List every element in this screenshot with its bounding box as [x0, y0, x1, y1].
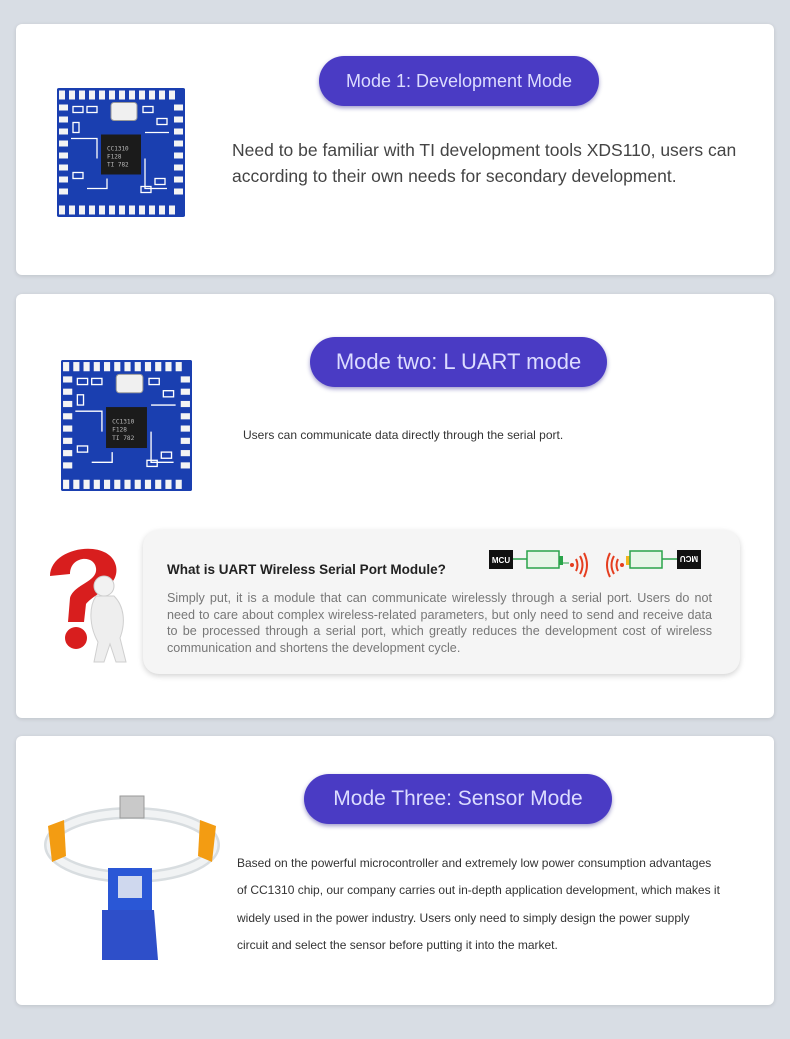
cc1310-module-image: CC1310 F128 TI 782 [61, 360, 192, 491]
mode2-card: CC1310 F128 TI 782 Mode two: L UART mode… [16, 294, 774, 718]
mode1-description: Need to be familiar with TI development … [232, 140, 737, 186]
mode2-description: Users can communicate data directly thro… [243, 428, 564, 442]
faq-answer: Simply put, it is a module that can comm… [167, 591, 712, 655]
sensor-bracelet-image [44, 795, 220, 960]
faq-question: What is UART Wireless Serial Port Module… [167, 562, 446, 577]
mode1-card: CC1310 F128 TI 782 Mode 1: Development M… [16, 24, 774, 275]
mode1-title-pill: Mode 1: Development Mode [319, 56, 599, 106]
pcb-module-graphic: CC1310 F128 TI 782 [61, 360, 192, 491]
svg-text:TI 782: TI 782 [112, 435, 134, 442]
mode3-title-pill: Mode Three: Sensor Mode [304, 774, 612, 824]
diagram-right-label: MCU [680, 554, 698, 563]
diagram-left-label: MCU [492, 556, 510, 565]
svg-text:TI 782: TI 782 [107, 162, 129, 169]
svg-text:F128: F128 [112, 427, 127, 434]
uart-faq-box: What is UART Wireless Serial Port Module… [143, 530, 740, 674]
mode2-title-pill: Mode two: L UART mode [310, 337, 607, 387]
mode3-description: Based on the powerful microcontroller an… [237, 856, 720, 952]
mode3-title: Mode Three: Sensor Mode [333, 787, 583, 810]
uart-wireless-diagram: MCU MCU [489, 550, 701, 578]
mode3-card: Mode Three: Sensor Mode Based on the pow… [16, 736, 774, 1005]
svg-text:F128: F128 [107, 154, 122, 161]
question-mark-figure-icon [50, 548, 127, 663]
cc1310-module-image: CC1310 F128 TI 782 [57, 88, 185, 217]
svg-text:CC1310: CC1310 [112, 418, 134, 425]
mode1-title: Mode 1: Development Mode [345, 70, 573, 91]
svg-text:CC1310: CC1310 [107, 146, 129, 153]
pcb-module-graphic: CC1310 F128 TI 782 [57, 88, 185, 217]
mode2-title: Mode two: L UART mode [335, 349, 582, 374]
